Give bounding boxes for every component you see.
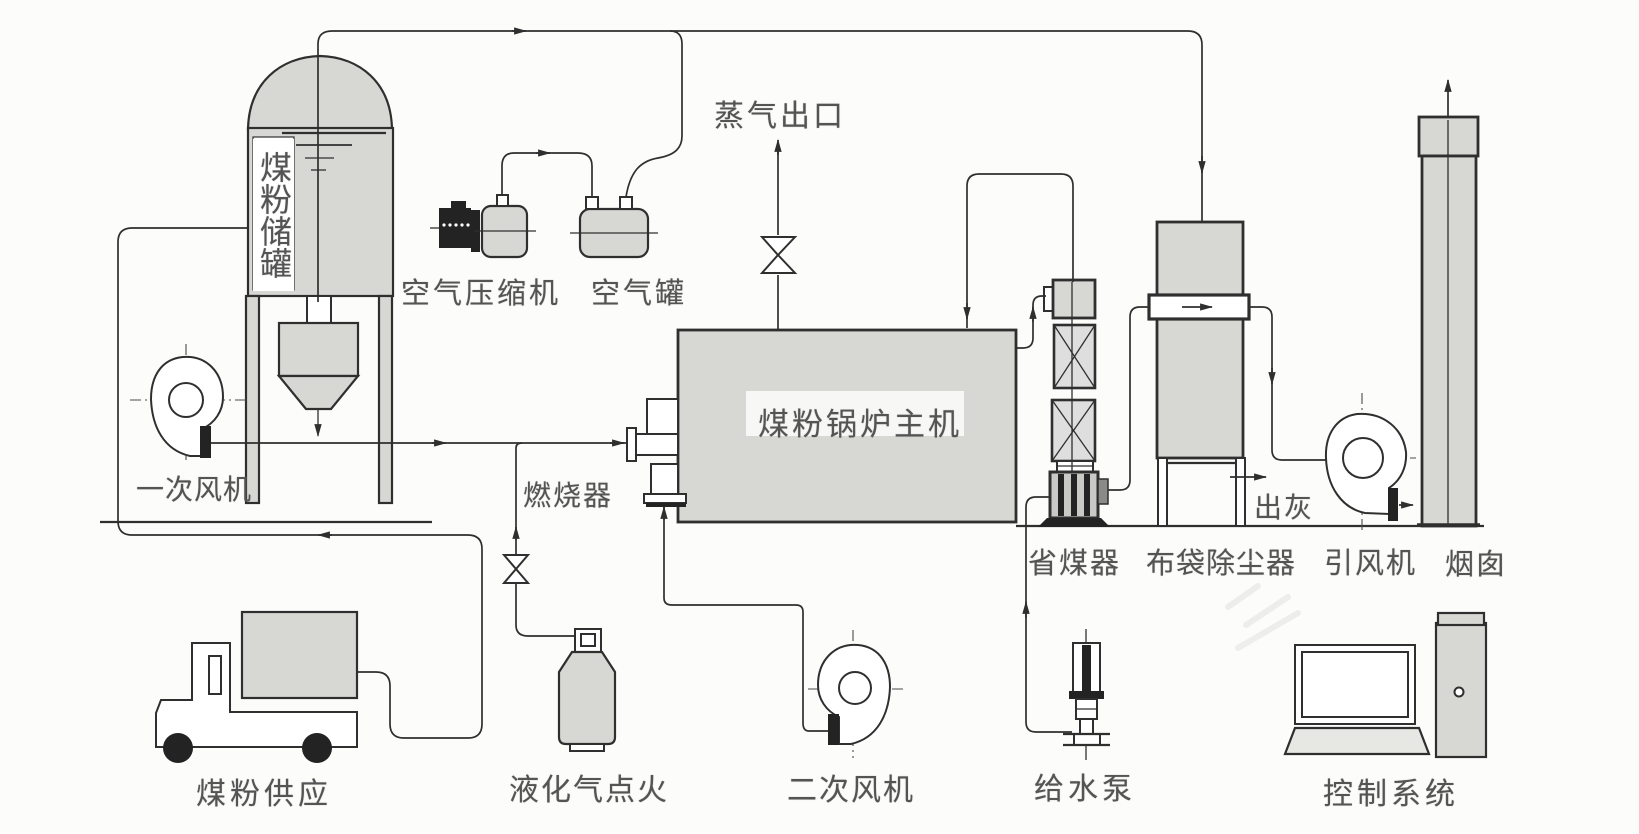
label-steam-outlet: 蒸气出口 xyxy=(714,100,846,133)
coal-conveying-line xyxy=(117,227,483,739)
label-chimney: 烟囱 xyxy=(1445,549,1508,581)
label-feed-pump: 给水泵 xyxy=(1034,773,1136,806)
secondary-fan xyxy=(808,630,904,758)
label-bag-filter: 布袋除尘器 xyxy=(1146,548,1297,580)
label-id-fan: 引风机 xyxy=(1324,548,1418,580)
truck-wheel xyxy=(302,733,332,763)
coal-supply-truck xyxy=(155,610,359,763)
air-tank xyxy=(570,196,658,259)
label-coal-supply: 煤粉供应 xyxy=(196,778,332,811)
bag-dust-collector xyxy=(1147,220,1251,527)
bag-filter-leg xyxy=(1157,457,1168,527)
induced-draft-fan xyxy=(1324,393,1416,533)
truck-cargo-box xyxy=(240,610,359,700)
bag-filter-to-id-fan-line xyxy=(1250,306,1326,461)
lpg-cylinder xyxy=(557,628,617,752)
feedwater-pump xyxy=(1063,629,1110,760)
economizer-heat-exchanger xyxy=(1050,323,1097,463)
level-indicator xyxy=(282,131,386,171)
burner xyxy=(626,398,687,507)
scan-watermark xyxy=(1225,583,1301,651)
control-computer xyxy=(1283,611,1488,759)
tank-vent-line xyxy=(317,27,1206,302)
label-burner: 燃烧器 xyxy=(523,480,614,511)
label-air-tank: 空气罐 xyxy=(591,278,688,310)
keyboard xyxy=(1283,726,1431,756)
air-compressor xyxy=(430,194,536,259)
steam-outlet-line xyxy=(759,138,798,330)
steam-valve xyxy=(759,236,798,274)
label-air-compressor: 空气压缩机 xyxy=(401,278,562,310)
feedwater-to-boiler-line xyxy=(963,173,1074,328)
economizer-to-bag-filter-line xyxy=(1108,306,1148,491)
boiler xyxy=(676,328,1018,524)
economizer xyxy=(1038,278,1110,527)
lpg-line xyxy=(501,442,575,637)
flue-gas-to-economizer-line xyxy=(1016,295,1046,349)
label-ash-out: 出灰 xyxy=(1254,492,1315,523)
coal-feeder-hopper xyxy=(276,321,361,438)
tank-leg xyxy=(377,294,394,505)
computer-tower xyxy=(1434,621,1488,759)
label-economizer: 省煤器 xyxy=(1028,548,1122,580)
secondary-air-line xyxy=(660,505,828,732)
primary-fan xyxy=(130,344,246,463)
bag-filter-leg xyxy=(1235,457,1246,527)
compressor-motor xyxy=(439,208,471,248)
truck-wheel xyxy=(163,733,193,763)
label-control-system: 控制系统 xyxy=(1323,778,1459,811)
label-secondary-fan: 二次风机 xyxy=(787,774,915,807)
lpg-valve xyxy=(501,554,531,584)
label-coal-tank: 煤粉储罐 xyxy=(253,139,294,291)
feedwater-pump-line xyxy=(1022,496,1072,733)
chimney xyxy=(1417,78,1480,528)
compressed-air-line xyxy=(501,30,683,198)
label-boiler: 煤粉锅炉主机 xyxy=(758,407,962,442)
primary-fan-outlet xyxy=(200,426,211,458)
secondary-fan-outlet xyxy=(828,714,839,745)
tank-outlet-neck xyxy=(306,295,332,324)
label-lpg-ignition: 液化气点火 xyxy=(509,774,669,807)
label-primary-fan: 一次风机 xyxy=(136,474,253,505)
truck-window xyxy=(208,655,222,695)
id-fan-outlet xyxy=(1388,488,1398,521)
